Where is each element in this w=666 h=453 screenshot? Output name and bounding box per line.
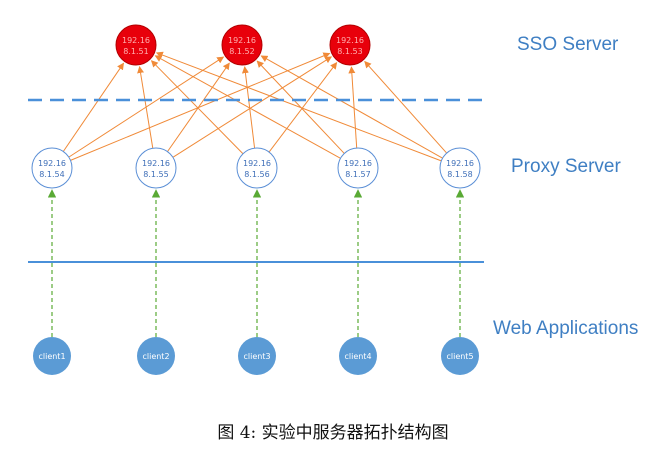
sso-server-node-2 xyxy=(221,24,263,66)
client-node-1 xyxy=(33,337,71,375)
client-node-4-label: client4 xyxy=(344,352,371,361)
figure-caption: 图 4: 实验中服务器拓扑结构图 xyxy=(217,423,449,443)
link-proxy4-sso3 xyxy=(348,66,358,149)
link-proxy5-sso3 xyxy=(364,60,448,154)
link-proxy3-sso1 xyxy=(150,60,244,155)
proxy-server-label: Proxy Server xyxy=(511,156,621,177)
link-proxy2-sso1 xyxy=(137,66,154,149)
client-node-2 xyxy=(137,337,175,375)
proxy-server-node-3-ip-line1: 192.16 xyxy=(243,159,271,168)
proxy-server-node-5-ip-line1: 192.16 xyxy=(446,159,474,168)
link-proxy3-sso3 xyxy=(268,61,338,153)
link-proxy5-sso2 xyxy=(260,55,443,159)
proxy-to-sso-links xyxy=(62,51,448,162)
proxy-server-node-1-ip-line1: 192.16 xyxy=(38,159,66,168)
sso-server-node-1 xyxy=(115,24,157,66)
link-proxy1-sso1 xyxy=(62,62,125,152)
web-applications-label: Web Applications xyxy=(493,318,639,339)
proxy-server-node-4 xyxy=(337,147,379,189)
proxy-server-node-2-ip-line2: 8.1.55 xyxy=(143,170,168,179)
proxy-server-node-2 xyxy=(135,147,177,189)
proxy-server-node-3-ip-line2: 8.1.56 xyxy=(244,170,269,179)
sso-server-node-2-ip-line2: 8.1.52 xyxy=(229,47,254,56)
sso-server-group: 192.16 8.1.51 192.16 8.1.52 192.16 8.1.53 xyxy=(115,24,371,66)
client-to-proxy-links xyxy=(47,189,465,337)
link-proxy2-sso3 xyxy=(172,56,333,158)
link-proxy1-sso3 xyxy=(70,52,331,161)
link-proxy2-sso2 xyxy=(167,62,230,152)
proxy-server-node-5 xyxy=(439,147,481,189)
sso-server-node-1-ip-line2: 8.1.51 xyxy=(123,47,148,56)
proxy-server-node-2-ip-line1: 192.16 xyxy=(142,159,170,168)
client-group: client1 client2 client3 client4 client5 xyxy=(33,337,479,375)
sso-server-label: SSO Server xyxy=(517,34,619,55)
proxy-server-node-1 xyxy=(31,147,73,189)
client-node-3-label: client3 xyxy=(243,352,270,361)
proxy-server-node-4-ip-line2: 8.1.57 xyxy=(345,170,370,179)
client-node-3 xyxy=(238,337,276,375)
proxy-server-node-3 xyxy=(236,147,278,189)
link-proxy4-sso1 xyxy=(154,55,341,159)
proxy-server-group: 192.16 8.1.54 192.16 8.1.55 192.16 8.1.56 192.… xyxy=(31,147,481,189)
proxy-server-node-1-ip-line2: 8.1.54 xyxy=(39,170,64,179)
sso-server-node-3-ip-line2: 8.1.53 xyxy=(337,47,362,56)
client-node-5-label: client5 xyxy=(446,352,473,361)
sso-server-node-2-ip-line1: 192.16 xyxy=(228,36,256,45)
sso-server-node-1-ip-line1: 192.16 xyxy=(122,36,150,45)
sso-server-node-3 xyxy=(329,24,371,66)
link-proxy5-sso1 xyxy=(155,51,442,162)
sso-server-node-3-ip-line1: 192.16 xyxy=(336,36,364,45)
client-node-2-label: client2 xyxy=(142,352,169,361)
client-node-4 xyxy=(339,337,377,375)
proxy-server-node-4-ip-line1: 192.16 xyxy=(344,159,372,168)
client-node-5 xyxy=(441,337,479,375)
client-node-1-label: client1 xyxy=(38,352,65,361)
proxy-server-node-5-ip-line2: 8.1.58 xyxy=(447,170,472,179)
